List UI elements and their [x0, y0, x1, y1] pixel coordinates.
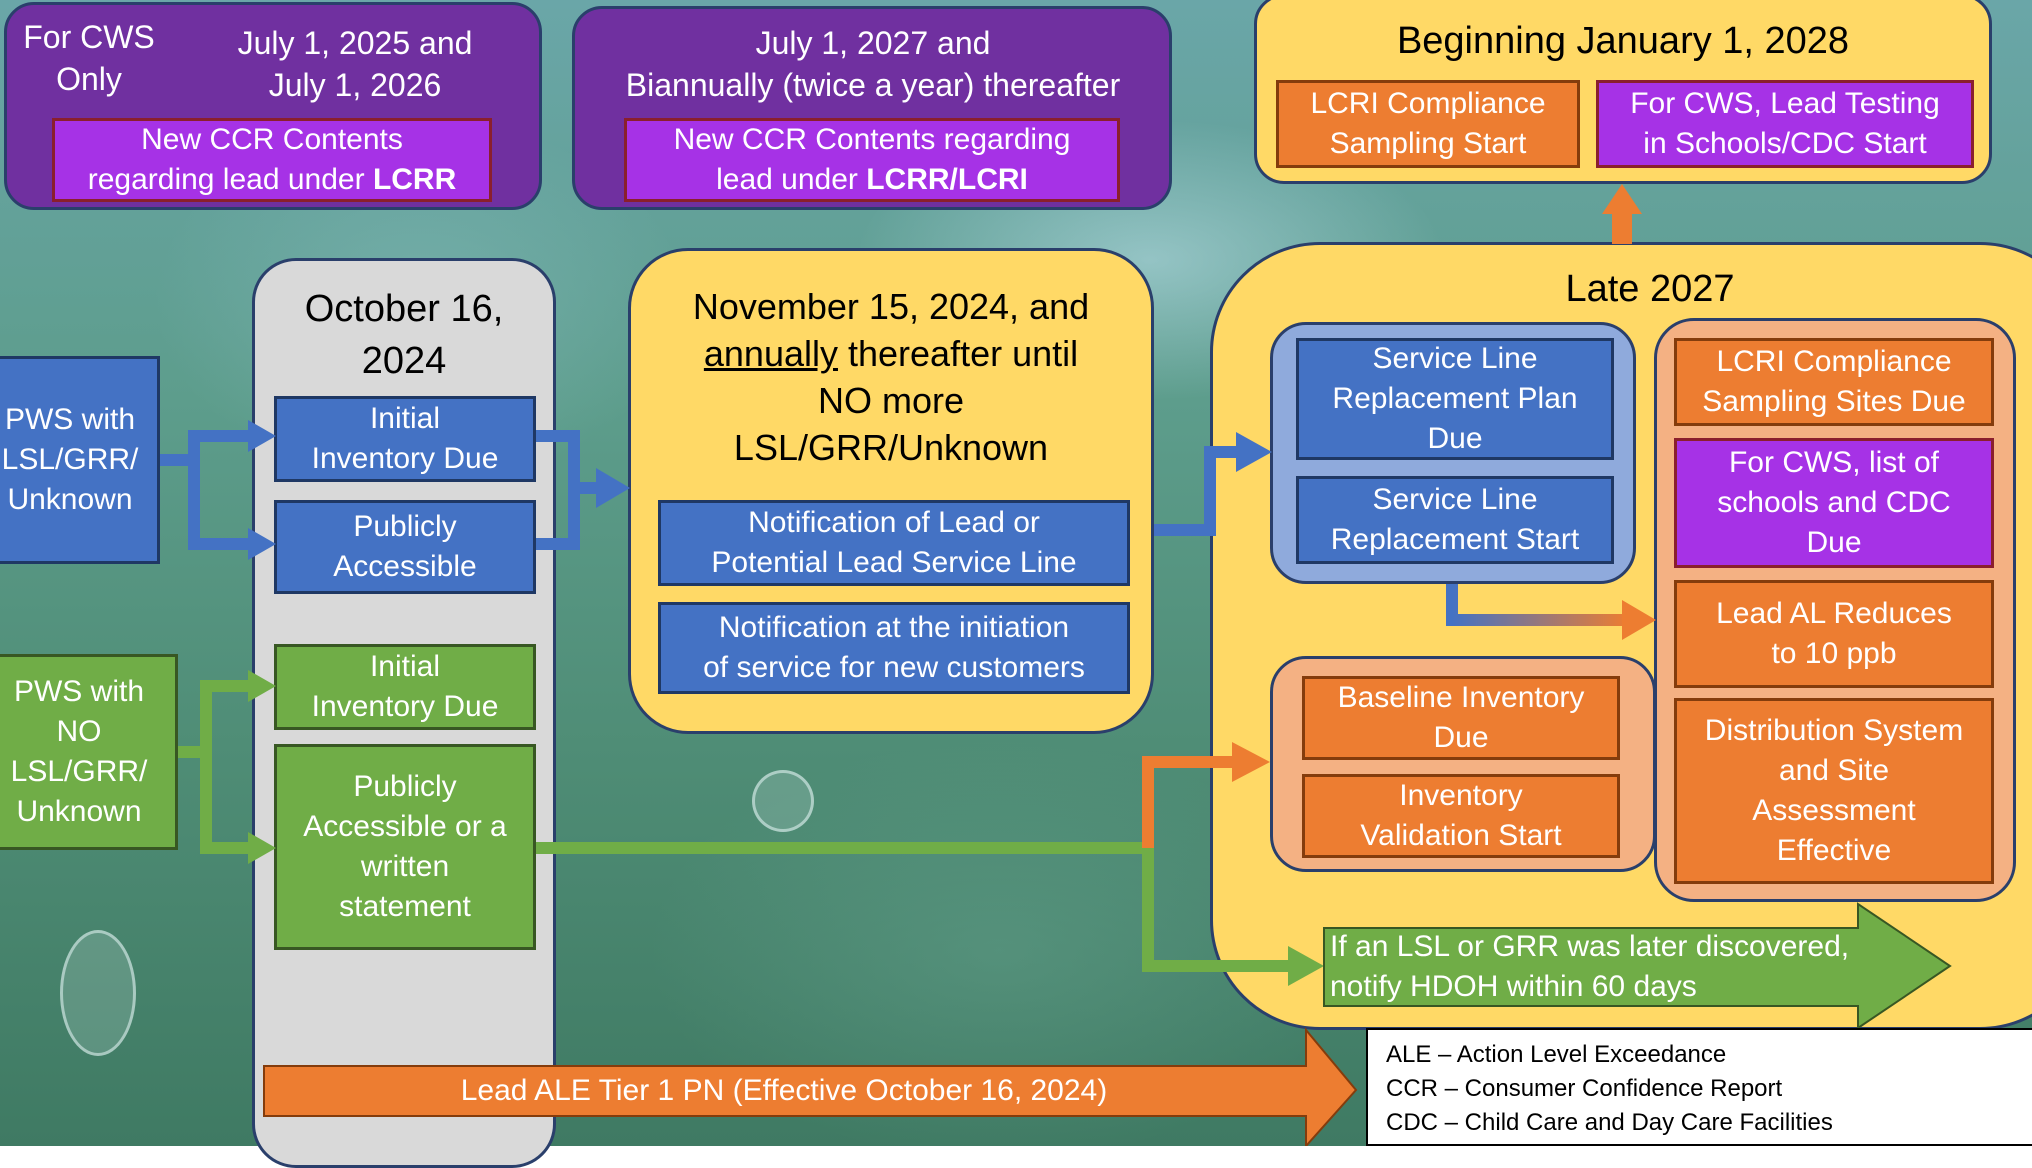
jan-2028-title: Beginning January 1, 2028: [1396, 19, 1850, 62]
initial-inventory-green-box: Initial Inventory Due: [274, 644, 536, 730]
blue-arrowhead: [596, 468, 630, 508]
ccr-2027-dates: July 1, 2027 and Biannually (twice a yea…: [576, 16, 1170, 112]
green-branch-arrow: [178, 680, 1292, 972]
sampling-sites-box: LCRI Compliance Sampling Sites Due: [1674, 338, 1994, 426]
nov-2024-heading: November 15, 2024, and annually thereaft…: [692, 286, 1090, 468]
lcri-sampling-start-box: LCRI Compliance Sampling Start: [1276, 80, 1580, 168]
lead-ale-text: Lead ALE Tier 1 PN (Effective October 16…: [460, 1074, 1108, 1107]
nov-to-late-arrow: [1154, 446, 1240, 536]
bubble-decoration: [60, 930, 136, 1056]
pws-with-lsl-box: PWS with LSL/GRR/ Unknown: [0, 356, 160, 564]
slr-plan-box: Service Line Replacement Plan Due: [1296, 338, 1614, 460]
green-arrowhead: [248, 832, 276, 864]
inventory-validation-box: Inventory Validation Start: [1302, 774, 1620, 858]
publicly-accessible-green-box: Publicly Accessible or a written stateme…: [274, 744, 536, 950]
blue-arrowhead: [1236, 432, 1272, 472]
ccr-lcrr-box: New CCR Contents regarding lead under LC…: [52, 118, 492, 202]
publicly-accessible-blue-box: Publicly Accessible: [274, 500, 536, 594]
cws-only-label: For CWS Only: [14, 10, 164, 106]
blue-arrowhead: [248, 420, 276, 452]
to-baseline-arrow: [1142, 756, 1236, 848]
up-arrow-shaft: [1612, 212, 1632, 244]
green-arrowhead: [248, 670, 276, 702]
initial-inventory-blue-box: Initial Inventory Due: [274, 396, 536, 482]
orange-arrowhead: [1232, 742, 1270, 782]
blue-branch-arrow: [160, 430, 600, 550]
slr-to-lead-al-arrow: [1446, 584, 1628, 626]
oct-2024-title: October 16, 2024: [304, 288, 504, 382]
pws-no-lsl-box: PWS with NO LSL/GRR/ Unknown: [0, 654, 178, 850]
legend-item: CCR – Consumer Confidence Report: [1386, 1075, 1783, 1102]
up-arrowhead: [1602, 184, 1642, 214]
late-2027-title: Late 2027: [1565, 267, 1735, 310]
lead-testing-schools-box: For CWS, Lead Testing in Schools/CDC Sta…: [1596, 80, 1974, 168]
orange-arrowhead: [1622, 600, 1656, 640]
notify-hdoh-arrow-shape: [1323, 902, 1952, 1030]
slr-start-box: Service Line Replacement Start: [1296, 476, 1614, 564]
notification-lead-box: Notification of Lead or Potential Lead S…: [658, 500, 1130, 586]
distribution-assessment-box: Distribution System and Site Assessment …: [1674, 698, 1994, 884]
ccr-2027-dates-text: July 1, 2027 and Biannually (twice a yea…: [625, 25, 1121, 103]
bubble-decoration: [752, 770, 814, 832]
ccr-lcrr-lcri-text: New CCR Contents regarding lead under LC…: [673, 123, 1071, 196]
legend-item: ALE – Action Level Exceedance: [1386, 1041, 1727, 1068]
legend-item: CDC – Child Care and Day Care Facilities: [1386, 1109, 1833, 1136]
blue-arrowhead: [248, 528, 276, 560]
lead-ale-arrow-shape: [263, 1027, 1358, 1146]
ccr-2025-dates-text: July 1, 2025 and July 1, 2026: [237, 25, 473, 103]
notification-initiation-box: Notification at the initiation of servic…: [658, 602, 1130, 694]
ccr-2025-dates: July 1, 2025 and July 1, 2026: [200, 16, 510, 112]
ccr-lcrr-text: New CCR Contents regarding lead under LC…: [87, 123, 457, 196]
notify-hdoh-text: If an LSL or GRR was later discovered, n…: [1330, 930, 1850, 1003]
baseline-inventory-box: Baseline Inventory Due: [1302, 676, 1620, 760]
cws-only-text: For CWS Only: [23, 19, 155, 97]
schools-list-box: For CWS, list of schools and CDC Due: [1674, 438, 1994, 568]
ccr-lcrr-lcri-box: New CCR Contents regarding lead under LC…: [624, 118, 1120, 202]
acronym-legend: ALE – Action Level Exceedance CCR – Cons…: [1366, 1028, 2032, 1146]
green-arrowhead: [1288, 946, 1324, 986]
lead-al-box: Lead AL Reduces to 10 ppb: [1674, 580, 1994, 688]
